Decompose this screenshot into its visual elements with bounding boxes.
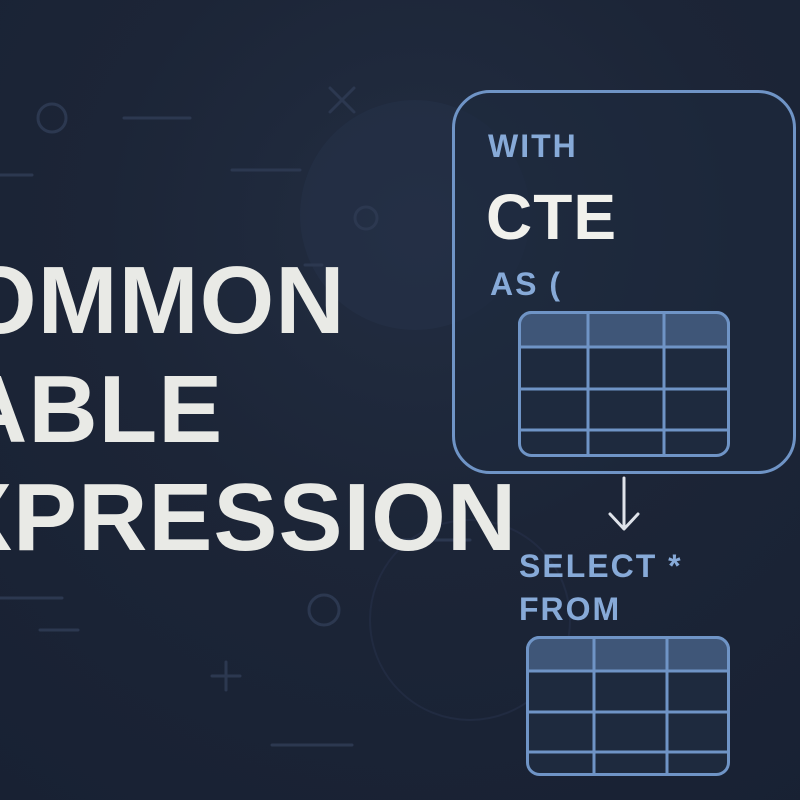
circle-icon (307, 593, 341, 627)
table-grid-icon (526, 636, 730, 776)
keyword-select: SELECT * (519, 548, 683, 584)
keyword-with: WITH (488, 128, 578, 164)
bg-circle-ring (369, 519, 571, 721)
title-line-3: XPRESSION (0, 464, 518, 571)
arrow-down-icon (608, 476, 640, 531)
cross-icon (328, 86, 356, 114)
title-line-2: ABLE (0, 356, 224, 463)
table-header (526, 636, 730, 673)
keyword-from: FROM (519, 591, 622, 627)
keyword-as: AS ( (490, 266, 562, 302)
title-line-1: OMMON (0, 247, 346, 354)
cte-name: CTE (486, 181, 617, 253)
circle-icon (353, 205, 379, 231)
table-header (518, 311, 730, 349)
circle-icon (36, 102, 68, 134)
table-grid-icon (518, 311, 730, 457)
